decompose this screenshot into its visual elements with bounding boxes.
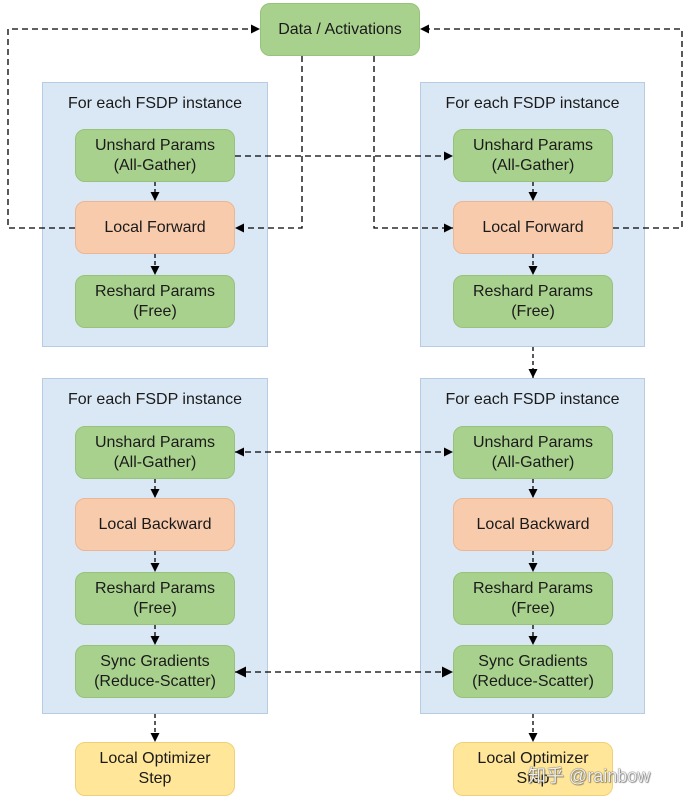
sync-gradients-node: Sync Gradients (Reduce-Scatter)	[75, 645, 235, 698]
reshard-params-node: Reshard Params (Free)	[453, 275, 613, 328]
node-label: Local Forward	[482, 218, 584, 236]
node-sublabel: (Free)	[133, 302, 177, 320]
unshard-params-node: Unshard Params (All-Gather)	[75, 129, 235, 182]
backward-instance-panel-right: For each FSDP instance Unshard Params (A…	[420, 378, 645, 714]
node-label: Local Optimizer	[99, 750, 211, 767]
node-label: Reshard Params	[472, 579, 594, 597]
local-optimizer-step-node-left: Local Optimizer Step	[75, 742, 235, 796]
panel-title: For each FSDP instance	[445, 95, 620, 112]
node-label: Local Backward	[98, 515, 212, 533]
node-label: Unshard Params	[472, 136, 594, 154]
node-sublabel: (Reduce-Scatter)	[472, 672, 594, 690]
node-sublabel: (All-Gather)	[113, 156, 197, 174]
node-sublabel: (Reduce-Scatter)	[94, 672, 216, 690]
panel-title: For each FSDP instance	[67, 391, 242, 408]
node-label: Unshard Params	[472, 433, 594, 451]
node-sublabel: (All-Gather)	[491, 156, 575, 174]
node-label: Reshard Params	[94, 579, 216, 597]
node-label: Data / Activations	[278, 20, 402, 38]
unshard-params-node: Unshard Params (All-Gather)	[453, 129, 613, 182]
local-forward-node: Local Forward	[75, 201, 235, 254]
local-optimizer-step-node-right: Local Optimizer Step	[453, 742, 613, 796]
node-sublabel: (Free)	[511, 302, 555, 320]
panel-title: For each FSDP instance	[67, 95, 242, 112]
node-label: Unshard Params	[94, 433, 216, 451]
node-sublabel: (Free)	[511, 599, 555, 617]
node-label: Reshard Params	[94, 282, 216, 300]
unshard-params-node: Unshard Params (All-Gather)	[75, 426, 235, 479]
panel-title: For each FSDP instance	[445, 391, 620, 408]
node-sublabel: Step	[516, 770, 550, 787]
data-activations-node: Data / Activations	[260, 3, 420, 56]
node-sublabel: (All-Gather)	[491, 453, 575, 471]
node-sublabel: (Free)	[133, 599, 177, 617]
forward-instance-panel-right: For each FSDP instance Unshard Params (A…	[420, 82, 645, 347]
sync-gradients-node: Sync Gradients (Reduce-Scatter)	[453, 645, 613, 698]
reshard-params-node: Reshard Params (Free)	[453, 572, 613, 625]
node-label: Sync Gradients	[478, 652, 588, 670]
node-label: Local Backward	[476, 515, 590, 533]
node-label: Local Optimizer	[477, 750, 589, 767]
node-sublabel: Step	[138, 770, 172, 787]
local-forward-node: Local Forward	[453, 201, 613, 254]
unshard-params-node: Unshard Params (All-Gather)	[453, 426, 613, 479]
local-backward-node: Local Backward	[453, 498, 613, 551]
node-label: Unshard Params	[94, 136, 216, 154]
node-label: Local Forward	[104, 218, 206, 236]
backward-instance-panel-left: For each FSDP instance Unshard Params (A…	[42, 378, 268, 714]
reshard-params-node: Reshard Params (Free)	[75, 275, 235, 328]
forward-instance-panel-left: For each FSDP instance Unshard Params (A…	[42, 82, 268, 347]
node-sublabel: (All-Gather)	[113, 453, 197, 471]
node-label: Sync Gradients	[100, 652, 210, 670]
reshard-params-node: Reshard Params (Free)	[75, 572, 235, 625]
local-backward-node: Local Backward	[75, 498, 235, 551]
node-label: Reshard Params	[472, 282, 594, 300]
